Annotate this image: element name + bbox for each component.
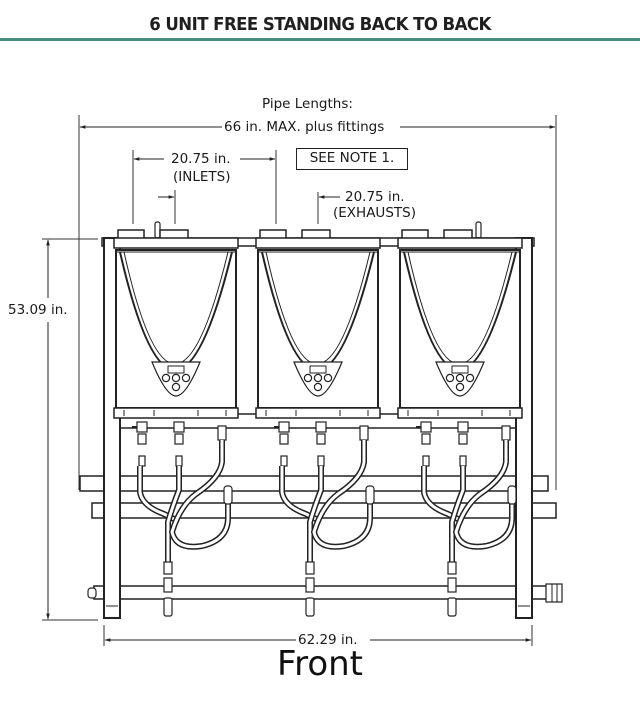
inlets-dimension-label: (INLETS) xyxy=(173,169,231,185)
exhausts-dimension-label: (EXHAUSTS) xyxy=(333,205,416,221)
view-label: Front xyxy=(277,644,363,684)
page-title: 6 UNIT FREE STANDING BACK TO BACK xyxy=(149,14,491,35)
water-heater-unit-1 xyxy=(113,229,239,419)
pipe-lengths-value: 66 in. MAX. plus fittings xyxy=(224,119,385,135)
width-dimension-value: 62.29 in. xyxy=(298,632,358,648)
exhausts-dimension-value: 20.75 in. xyxy=(345,189,405,205)
water-heater-unit-3 xyxy=(397,229,523,419)
title-divider xyxy=(0,38,640,41)
see-note-box: SEE NOTE 1. xyxy=(296,148,408,170)
height-dimension-value: 53.09 in. xyxy=(8,302,68,318)
pipe-lengths-label: Pipe Lengths: xyxy=(262,96,353,112)
water-heater-unit-2 xyxy=(255,229,381,419)
inlets-dimension-value: 20.75 in. xyxy=(171,151,231,167)
